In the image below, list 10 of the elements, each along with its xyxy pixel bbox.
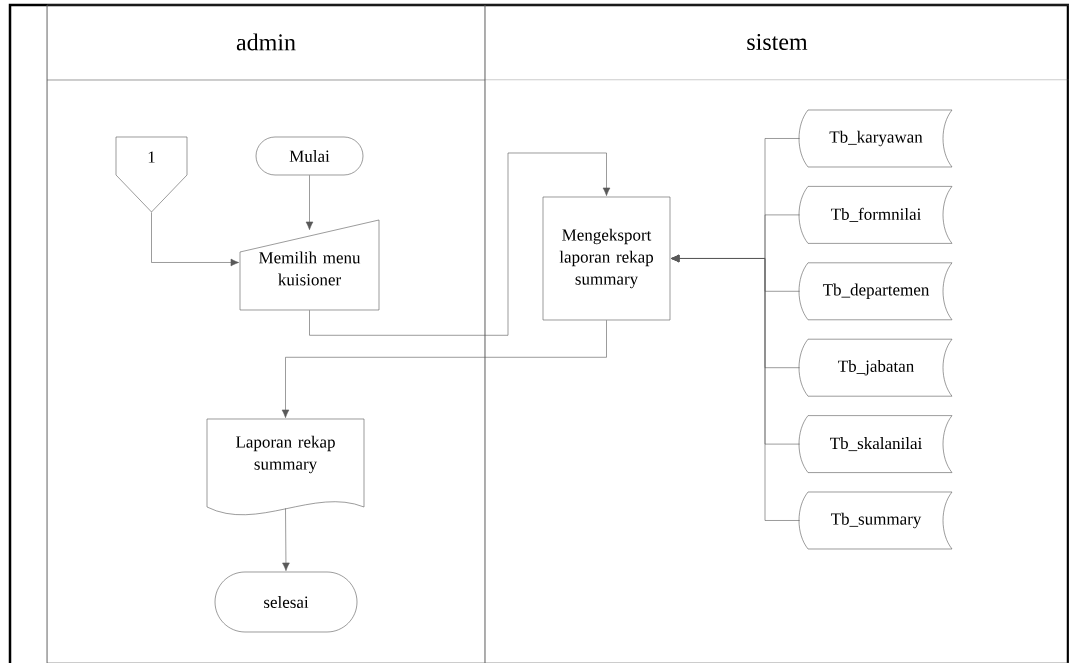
arrow xyxy=(151,212,239,267)
terminator: Mulai xyxy=(255,136,364,176)
arrow xyxy=(282,508,290,571)
process-box: Mengeksport laporan rekap summary xyxy=(542,196,671,321)
off-page-connector: 1 xyxy=(115,136,188,213)
arrow xyxy=(305,175,314,230)
arrow xyxy=(309,152,611,336)
arrow xyxy=(671,254,800,521)
arrow xyxy=(281,320,607,418)
terminator: selesai xyxy=(214,571,358,633)
